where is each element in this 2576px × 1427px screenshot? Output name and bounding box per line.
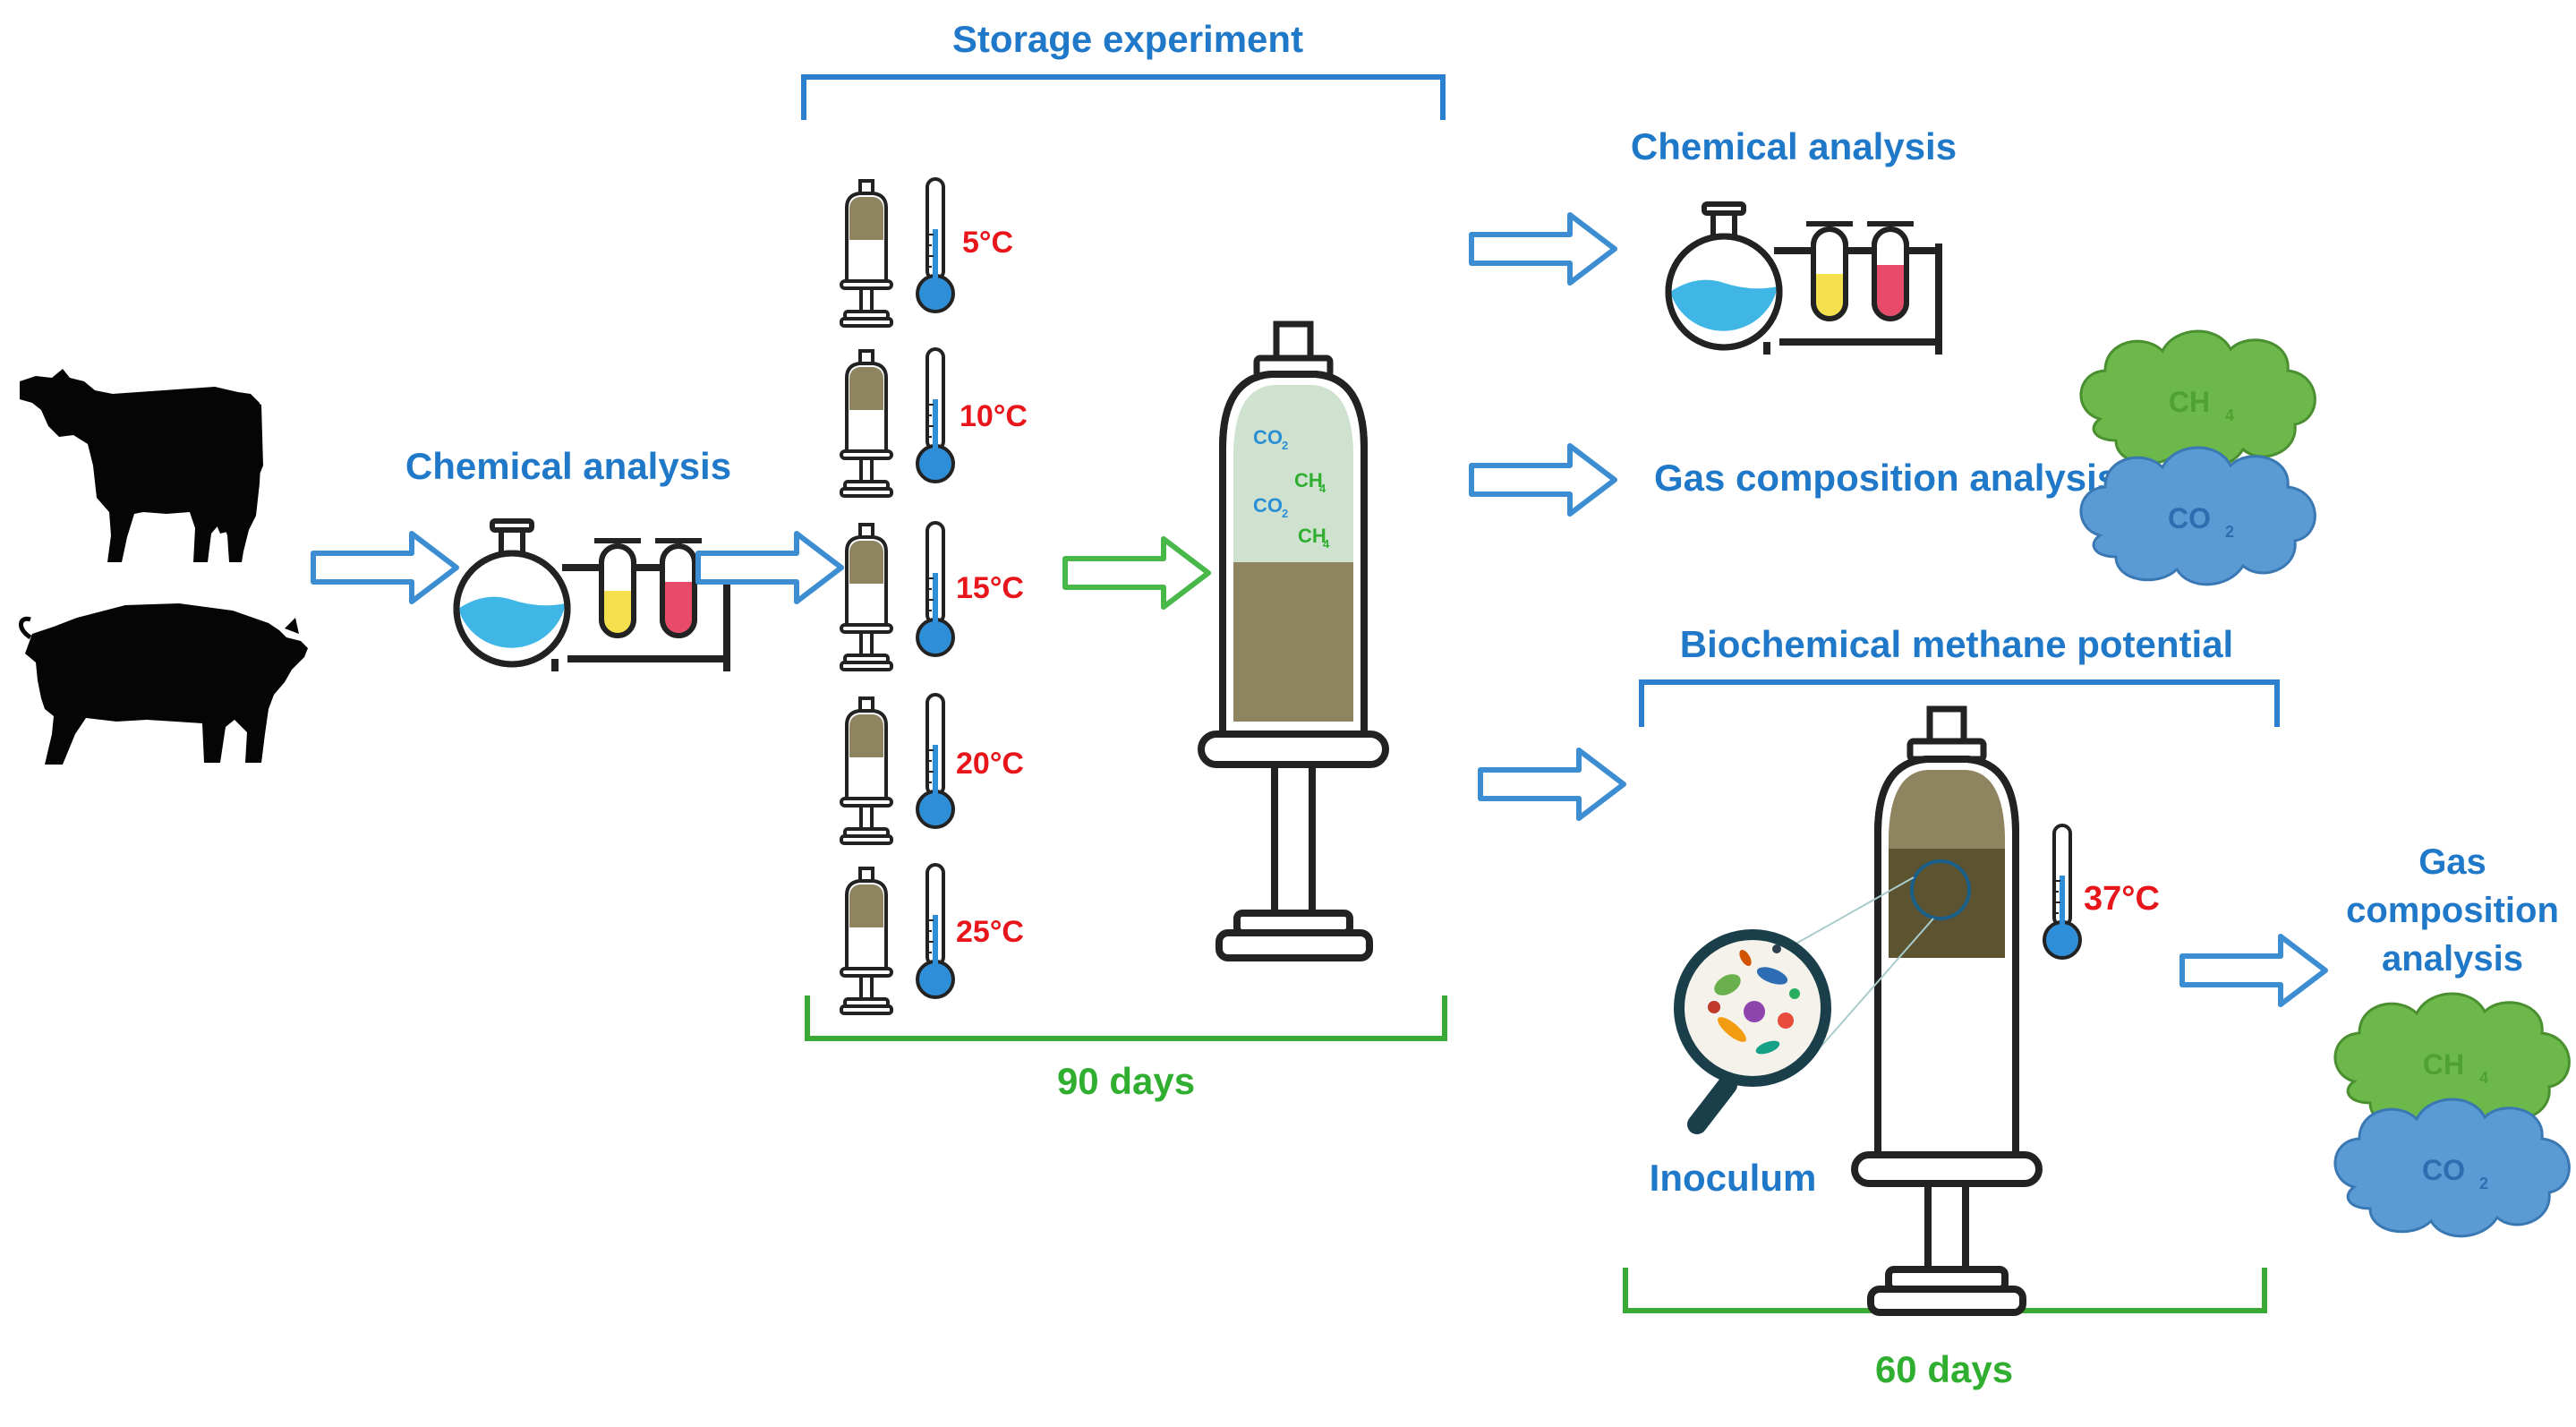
temp-label-37: 37°C (2084, 880, 2160, 918)
storage-bottom-bracket (805, 995, 1447, 1041)
zoom-line-top (1786, 876, 1915, 950)
storage-top-bracket (801, 74, 1446, 120)
gas-sub-co2-2: 2 (1282, 507, 1288, 520)
arrow-to-chemical-analysis (1471, 215, 1615, 283)
final-gas-label-line-1: Gas (2418, 842, 2486, 882)
thermometer-37-icon (2043, 824, 2082, 960)
ch4-cloud: CH 4 (2079, 329, 2316, 470)
gas-sub-co2-1: 2 (1282, 439, 1288, 452)
gas-composition-label: Gas composition analysis (1654, 457, 2118, 499)
thermometer-icon (916, 347, 955, 483)
temp-row-20: 20°C (840, 693, 1024, 845)
bmp-title: Biochemical methane potential (1680, 623, 2233, 665)
arrow-animals-to-analysis (313, 534, 456, 602)
right-chemical-analysis-icon (1668, 204, 1939, 355)
temp-label-25: 25°C (956, 915, 1024, 949)
small-syringe-icon (840, 696, 893, 845)
arrow-to-bmp (1480, 750, 1624, 818)
thermometer-icon (916, 863, 955, 999)
final-ch4-cloud: CH 4 (2333, 992, 2571, 1132)
big-syringe-storage: CO 2 CH 4 CO 2 CH 4 (1198, 320, 1389, 961)
inoculum-label: Inoculum (1650, 1157, 1817, 1199)
gas-label-co2-1: CO (1253, 426, 1283, 449)
left-chemical-analysis-label: Chemical analysis (405, 445, 731, 487)
storage-experiment-title: Storage experiment (952, 18, 1303, 60)
final-co2-cloud-sub: 2 (2479, 1175, 2488, 1192)
microbes-icon (1708, 944, 1800, 1055)
gas-sub-ch4-1: 4 (1319, 482, 1326, 495)
left-chemical-analysis-icon (456, 521, 727, 671)
final-co2-cloud: CO 2 (2333, 1098, 2571, 1238)
temp-row-25: 25°C (840, 863, 1024, 1015)
gas-label-ch4-2: CH (1298, 525, 1326, 547)
storage-duration-label: 90 days (1057, 1060, 1195, 1102)
small-syringe-icon (840, 867, 893, 1015)
arrow-to-gas-composition (1471, 446, 1615, 514)
bmp-duration-label: 60 days (1875, 1348, 2013, 1390)
final-ch4-cloud-sub: 4 (2479, 1069, 2488, 1087)
gas-label-co2-2: CO (1253, 494, 1283, 517)
temp-row-10: 10°C (840, 347, 1028, 498)
arrow-storage-to-big-syringe (1065, 539, 1208, 607)
co2-cloud: CO 2 (2079, 446, 2316, 586)
thermometer-icon (916, 693, 955, 829)
big-syringe-bmp (1851, 705, 2043, 1316)
bmp-top-bracket (1639, 679, 2280, 727)
arrow-to-final-gas-analysis (2182, 936, 2325, 1004)
pig-icon (19, 603, 308, 765)
temp-label-15: 15°C (956, 571, 1024, 605)
small-syringe-icon (840, 179, 893, 328)
final-ch4-cloud-label: CH (2423, 1048, 2464, 1081)
final-gas-label-line-3: analysis (2382, 939, 2523, 978)
thermometer-icon (916, 177, 955, 313)
temp-label-5: 5°C (962, 226, 1013, 260)
cow-icon (20, 369, 263, 562)
final-gas-label-line-2: composition (2346, 891, 2559, 930)
gas-label-ch4-1: CH (1294, 469, 1323, 491)
ch4-cloud-label: CH (2169, 386, 2210, 418)
temp-label-20: 20°C (956, 747, 1024, 781)
right-chemical-analysis-label: Chemical analysis (1631, 125, 1957, 167)
thermometer-icon (916, 521, 955, 657)
magnifier-icon (1674, 929, 1831, 1134)
co2-cloud-label: CO (2168, 502, 2211, 534)
temp-row-5: 5°C (840, 177, 1013, 328)
zoom-line-bottom (1804, 918, 1934, 1066)
co2-cloud-sub: 2 (2225, 523, 2234, 541)
final-co2-cloud-label: CO (2422, 1154, 2465, 1186)
ch4-cloud-sub: 4 (2225, 406, 2234, 424)
temp-label-10: 10°C (960, 399, 1028, 433)
arrow-analysis-to-storage (698, 534, 841, 602)
small-syringe-icon (840, 349, 893, 498)
gas-sub-ch4-2: 4 (1323, 537, 1330, 551)
temp-row-15: 15°C (840, 521, 1024, 671)
small-syringe-icon (840, 523, 893, 671)
